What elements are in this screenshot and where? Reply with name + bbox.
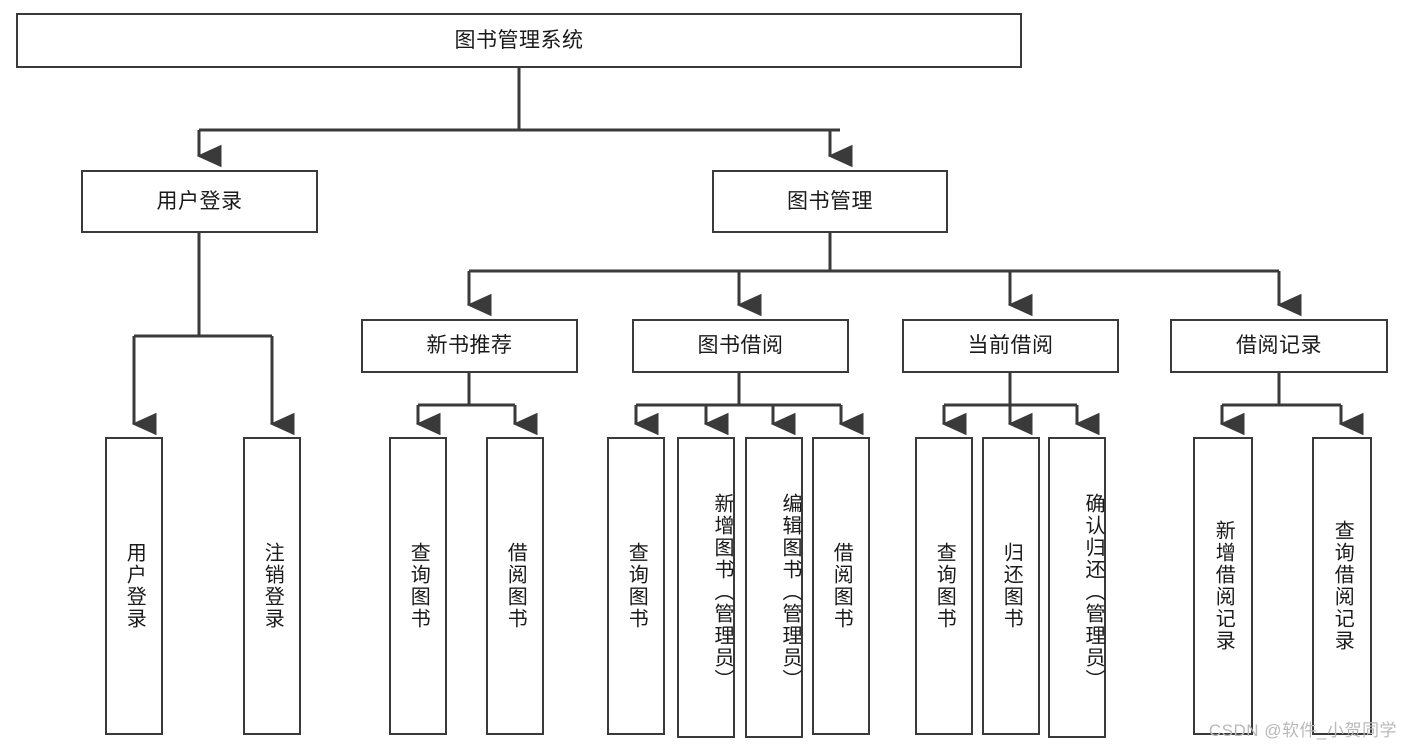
node-root-book-management-system[interactable]: 图书管理系统	[16, 13, 1022, 68]
node-label: 注销登录	[261, 542, 284, 630]
node-label: 当前借阅	[967, 334, 1054, 358]
node-label: 编辑图书（管理员）	[779, 492, 801, 691]
leaf-current-borrow-return-book[interactable]: 归还图书	[982, 437, 1040, 735]
node-label: 用户登录	[123, 542, 146, 630]
node-label: 查询图书	[933, 542, 956, 630]
leaf-book-borrow-add-book-admin[interactable]: 新增图书（管理员）	[677, 437, 735, 738]
leaf-book-borrow-query-book[interactable]: 查询图书	[607, 437, 665, 735]
leaf-user-login-login[interactable]: 用户登录	[105, 437, 163, 735]
leaf-current-borrow-query-book[interactable]: 查询图书	[915, 437, 973, 735]
leaf-user-login-logout[interactable]: 注销登录	[243, 437, 301, 735]
leaf-book-borrow-edit-book-admin[interactable]: 编辑图书（管理员）	[745, 437, 803, 738]
node-user-login[interactable]: 用户登录	[81, 170, 318, 233]
leaf-borrow-record-query-record[interactable]: 查询借阅记录	[1312, 437, 1372, 735]
leaf-new-book-borrow-book[interactable]: 借阅图书	[486, 437, 544, 735]
leaf-borrow-record-add-record[interactable]: 新增借阅记录	[1193, 437, 1253, 735]
node-book-borrow[interactable]: 图书借阅	[632, 319, 849, 373]
node-borrow-record[interactable]: 借阅记录	[1170, 319, 1388, 373]
leaf-current-borrow-confirm-return-admin[interactable]: 确认归还（管理员）	[1048, 437, 1106, 738]
node-label: 确认归还（管理员）	[1082, 492, 1104, 691]
node-label: 查询图书	[407, 542, 430, 630]
leaf-new-book-query-book[interactable]: 查询图书	[389, 437, 447, 735]
node-book-management[interactable]: 图书管理	[712, 170, 948, 233]
node-label: 用户登录	[156, 189, 243, 213]
node-label: 借阅图书	[504, 542, 527, 630]
node-label: 新增图书（管理员）	[711, 492, 733, 691]
node-current-borrow[interactable]: 当前借阅	[902, 319, 1119, 373]
node-label: 新书推荐	[426, 334, 513, 358]
node-label: 借阅图书	[830, 542, 853, 630]
node-label: 查询图书	[625, 542, 648, 630]
leaf-book-borrow-borrow-book[interactable]: 借阅图书	[812, 437, 870, 735]
node-new-book-recommend[interactable]: 新书推荐	[361, 319, 578, 373]
node-label: 图书借阅	[697, 334, 784, 358]
node-label: 借阅记录	[1236, 334, 1322, 358]
node-label: 归还图书	[1000, 542, 1023, 630]
node-label: 图书管理	[787, 189, 873, 213]
watermark-text: CSDN @软件_小贺同学	[1208, 721, 1397, 740]
node-label: 查询借阅记录	[1331, 520, 1354, 652]
node-label: 图书管理系统	[454, 28, 584, 52]
node-label: 新增借阅记录	[1212, 520, 1235, 652]
